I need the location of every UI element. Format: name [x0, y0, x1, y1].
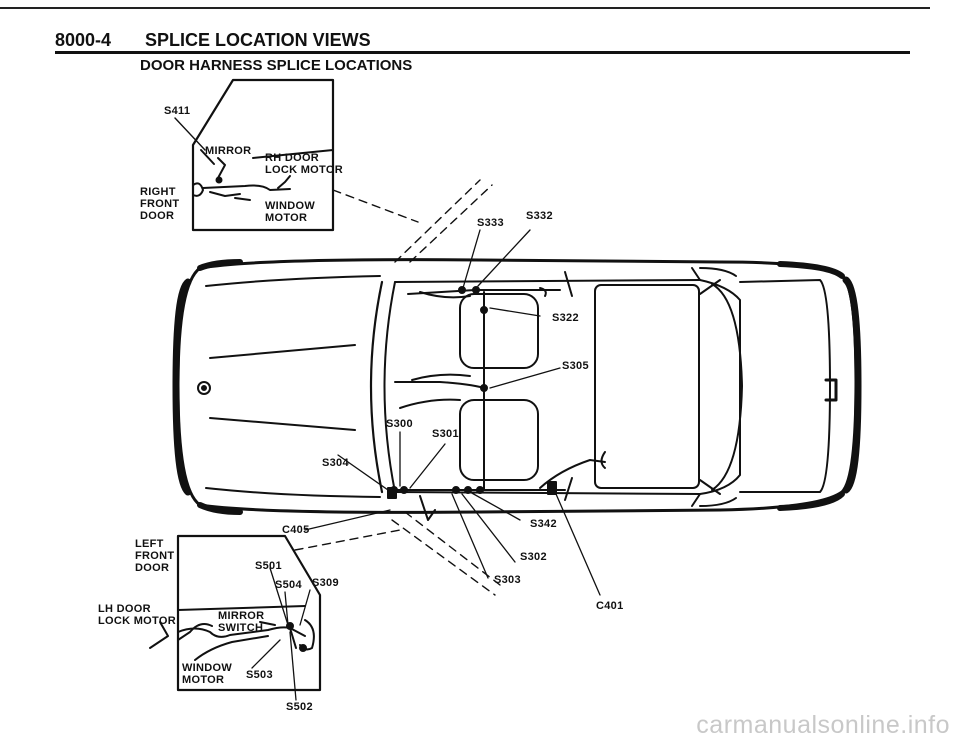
watermark-text: carmanualsonline.info	[696, 711, 950, 739]
splice-s322: S322	[552, 312, 579, 324]
right-door-leader	[332, 179, 493, 263]
right-door-inset	[174, 78, 335, 232]
mirror-switch-label: MIRROR SWITCH	[218, 610, 265, 634]
car-harness	[387, 286, 606, 521]
right-window-motor-label: WINDOW MOTOR	[265, 200, 316, 224]
left-door-leader	[294, 511, 501, 596]
leader-lines	[304, 229, 601, 596]
splice-s305: S305	[562, 360, 589, 372]
header-rule	[55, 51, 910, 54]
splice-s300: S300	[386, 418, 413, 430]
splice-s309: S309	[312, 577, 339, 589]
connector-c405: C405	[282, 524, 310, 536]
rh-door-lock-motor-label: RH DOOR LOCK MOTOR	[265, 152, 343, 176]
left-front-door-label: LEFT FRONT DOOR	[135, 538, 175, 574]
splice-s302: S302	[520, 551, 547, 563]
splice-s502: S502	[286, 701, 313, 713]
left-door-inset	[149, 534, 322, 701]
lh-door-lock-motor-label: LH DOOR LOCK MOTOR	[98, 603, 176, 627]
splice-s301: S301	[432, 428, 459, 440]
left-window-motor-label: WINDOW MOTOR	[182, 662, 233, 686]
splice-s332: S332	[526, 210, 553, 222]
mirror-label: MIRROR	[205, 145, 252, 157]
page-number: 8000-4	[55, 30, 112, 50]
splice-s503: S503	[246, 669, 273, 681]
splice-s333: S333	[477, 217, 504, 229]
splice-s303: S303	[494, 574, 521, 586]
top-border-line	[0, 7, 930, 9]
car-body	[172, 258, 862, 515]
splice-s411: S411	[164, 105, 191, 117]
splice-s501: S501	[255, 560, 282, 572]
splice-s504: S504	[275, 579, 302, 591]
diagram-subtitle: DOOR HARNESS SPLICE LOCATIONS	[140, 57, 413, 74]
connector-c401: C401	[596, 600, 624, 612]
splice-s342: S342	[530, 518, 557, 530]
splice-s304: S304	[322, 457, 349, 469]
right-front-door-label: RIGHT FRONT DOOR	[140, 186, 180, 222]
page-title: SPLICE LOCATION VIEWS	[145, 30, 371, 50]
